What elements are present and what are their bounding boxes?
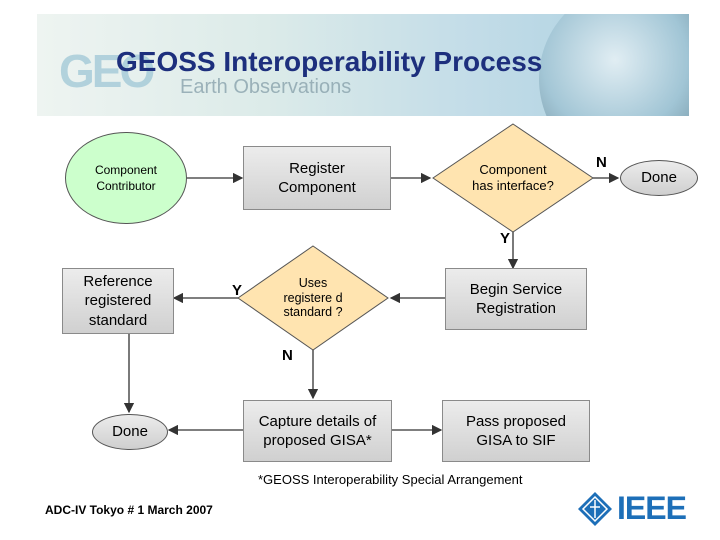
earth-globe-image: [539, 14, 689, 116]
ieee-diamond-icon: [578, 491, 612, 526]
pass-proposed-node: Pass proposed GISA to SIF: [442, 400, 590, 462]
footnote: *GEOSS Interoperability Special Arrangem…: [258, 472, 523, 487]
done-top-label: Done: [641, 168, 677, 186]
register-component-node: Register Component: [243, 146, 391, 210]
ieee-logo: IEEE: [577, 490, 687, 527]
presentation-credit: ADC-IV Tokyo # 1 March 2007: [45, 502, 220, 518]
header-banner: GEO Earth Observations: [37, 14, 689, 116]
capture-details-node: Capture details of proposed GISA*: [243, 400, 392, 462]
geo-logo: GEO: [59, 45, 155, 97]
done-bottom-node: Done: [92, 414, 168, 450]
done-bottom-label: Done: [112, 422, 148, 440]
capture-details-label: Capture details of proposed GISA*: [258, 412, 377, 450]
page-title: GEOSS Interoperability Process: [116, 46, 543, 77]
edge-label-standard-no: N: [282, 347, 293, 364]
edge-label-standard-yes: Y: [232, 282, 243, 299]
pass-proposed-label: Pass proposed GISA to SIF: [465, 412, 567, 450]
component-contributor-node: Component Contributor: [65, 132, 187, 224]
done-top-node: Done: [620, 160, 698, 196]
ieee-wordmark: IEEE: [617, 490, 687, 526]
credit-text: ADC-IV Tokyo # 1 March 2007: [45, 503, 213, 517]
edge-label-interface-no: N: [596, 154, 607, 171]
uses-standard-label: Uses registere d standard ?: [283, 276, 343, 320]
begin-service-node: Begin Service Registration: [445, 268, 587, 330]
banner-subtitle: Earth Observations: [180, 76, 352, 98]
has-interface-label: Component has interface?: [472, 162, 554, 193]
reference-standard-label: Reference registered standard: [83, 272, 153, 329]
edge-label-interface-yes: Y: [500, 230, 511, 247]
register-component-label: Register Component: [278, 159, 356, 197]
reference-standard-node: Reference registered standard: [62, 268, 174, 334]
begin-service-label: Begin Service Registration: [469, 280, 563, 318]
component-contributor-label: Component Contributor: [94, 162, 158, 193]
